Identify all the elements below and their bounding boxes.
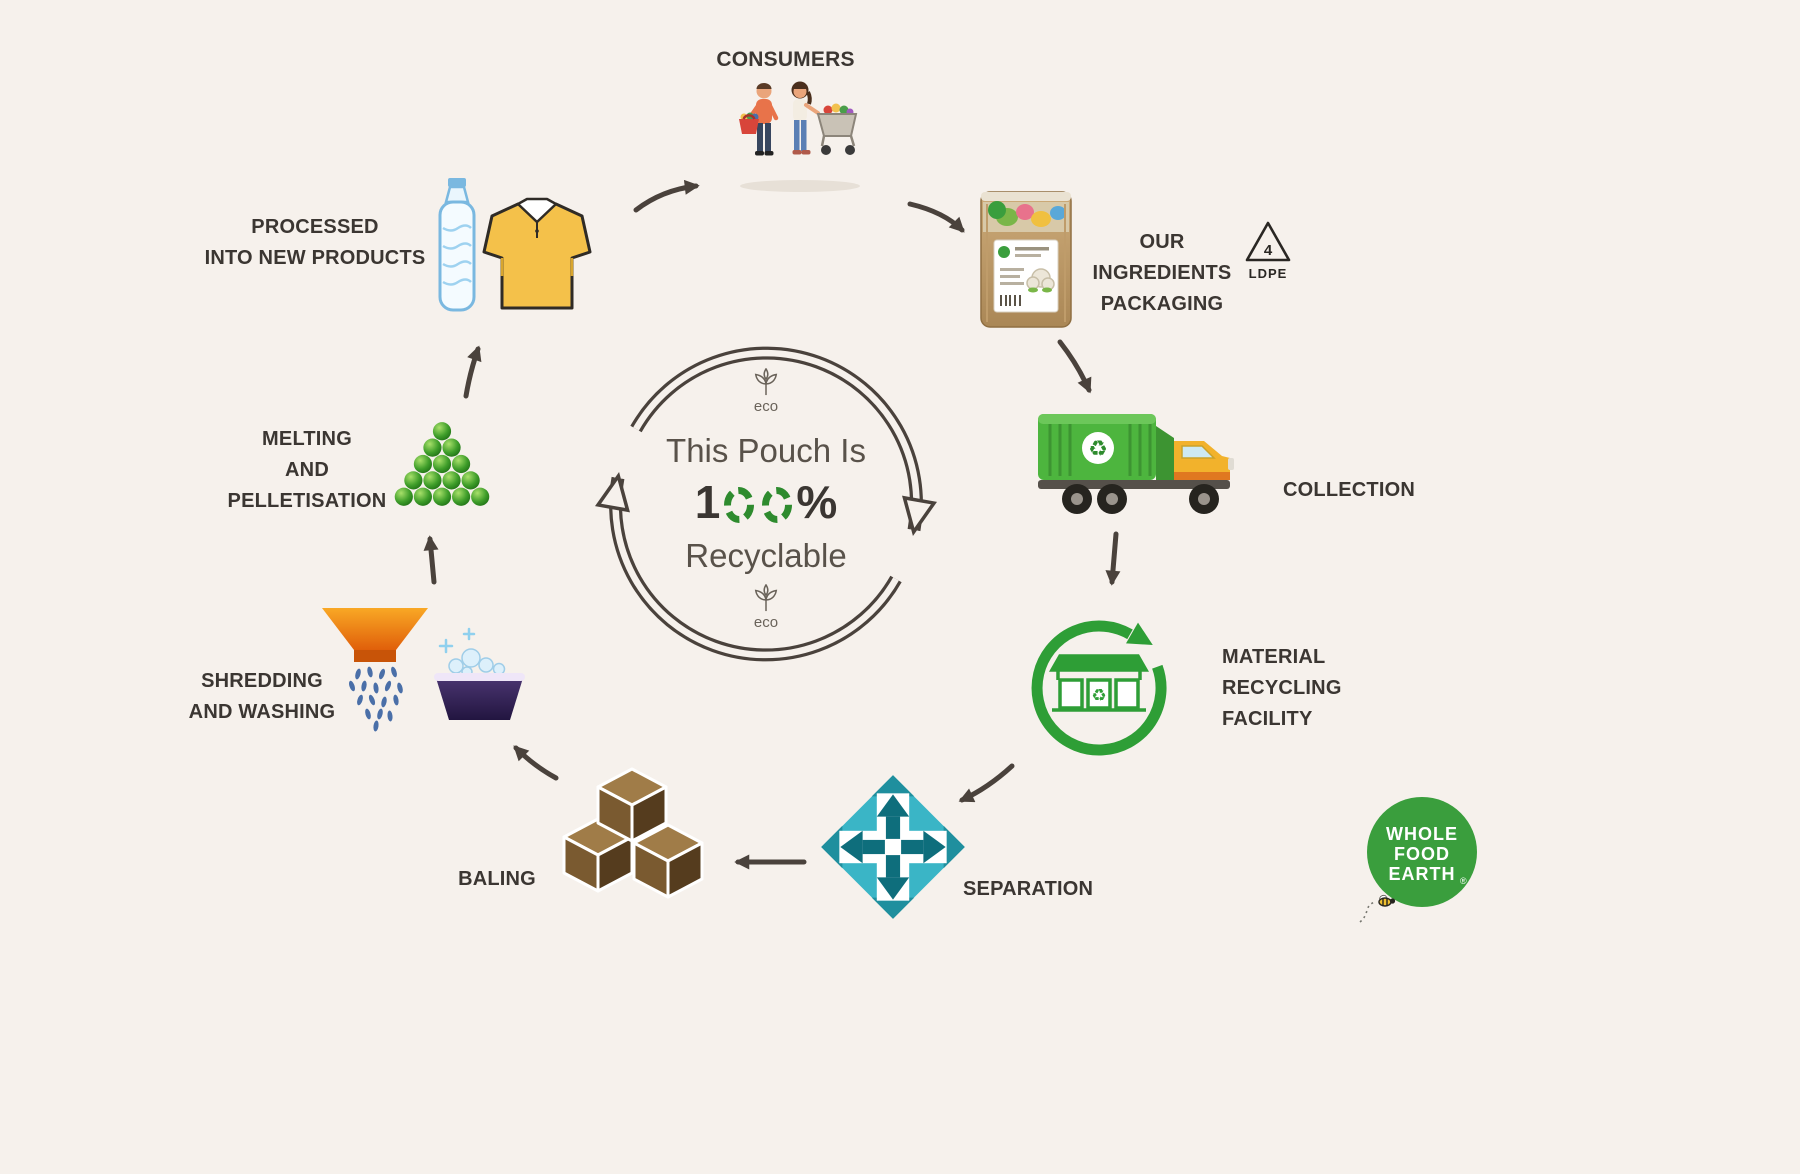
shredding-label: SHREDDING AND WASHING xyxy=(188,670,336,723)
shopping-cart-icon xyxy=(816,103,858,155)
logo-line-earth: EARTH xyxy=(1389,864,1456,884)
new-products-icon xyxy=(438,178,592,312)
recycling-facility-icon: ♻ xyxy=(1031,620,1167,756)
ldpe-number: 4 xyxy=(1264,242,1273,259)
shredder-funnel-icon xyxy=(322,608,428,732)
bee-icon xyxy=(1359,894,1396,923)
products-label: PROCESSED INTO NEW PRODUCTS xyxy=(204,216,426,269)
mrf-label: MATERIAL RECYCLING FACILITY xyxy=(1222,646,1342,730)
arrow-melting-to-products xyxy=(463,345,482,399)
center-line-1: This Pouch Is xyxy=(666,432,866,469)
baling-label: BALING xyxy=(458,868,536,890)
arrow-consumers-to-packaging xyxy=(907,201,965,233)
wash-basin-icon xyxy=(434,627,525,720)
melting-label: MELTING AND PELLETISATION xyxy=(227,428,387,512)
logo-line-food: FOOD xyxy=(1394,844,1450,864)
separation-icon xyxy=(821,775,965,919)
center-badge: eco This Pouch Is 1% Recyclable eco xyxy=(594,332,938,676)
pellet-pyramid-icon xyxy=(394,422,490,506)
arrow-packaging-to-collection xyxy=(1057,339,1092,394)
zero-digit-ring xyxy=(762,487,793,523)
shopping-basket-icon xyxy=(739,112,759,134)
zero-digit-ring xyxy=(724,487,755,523)
arrow-products-to-consumers xyxy=(633,179,700,213)
baling-icon xyxy=(562,767,704,899)
eco-sprout-icon xyxy=(754,583,778,612)
packaging-label: OUR INGREDIENTS PACKAGING xyxy=(1092,231,1232,315)
separation-label: SEPARATION xyxy=(963,878,1094,900)
pouch-icon xyxy=(980,191,1072,328)
center-line-3: Recyclable xyxy=(685,537,847,574)
whole-food-earth-logo: WHOLE FOOD EARTH ® xyxy=(1359,797,1477,923)
recycle-symbol: ♻ xyxy=(1091,686,1106,705)
man-shopper xyxy=(746,83,779,156)
eco-label-bottom: eco xyxy=(753,614,779,631)
percent-sign: % xyxy=(796,476,838,528)
percent-digit-one: 1 xyxy=(694,476,721,528)
logo-registered-mark: ® xyxy=(1460,876,1467,886)
ldpe-4-icon: 4 LDPE xyxy=(1245,221,1291,281)
arrow-baling-to-shredding xyxy=(513,745,559,781)
water-bottle-icon xyxy=(438,178,476,312)
logo-line-whole: WHOLE xyxy=(1386,824,1458,844)
collection-label: COLLECTION xyxy=(1283,479,1415,501)
ldpe-code: LDPE xyxy=(1249,266,1288,281)
eco-label-top: eco xyxy=(753,398,779,415)
arrow-shredding-to-melting xyxy=(423,535,439,585)
garbage-truck-icon: ♻ xyxy=(1038,414,1234,514)
eco-mark-bottom: eco xyxy=(594,583,938,631)
consumers-icon xyxy=(739,81,860,192)
circular-recycle-arrows-icon xyxy=(595,346,937,662)
eco-sprout-icon xyxy=(754,367,778,396)
tshirt-icon xyxy=(482,197,592,310)
consumers-label: CONSUMERS xyxy=(716,48,855,71)
arrow-collection-to-mrf xyxy=(1105,531,1121,586)
eco-mark-top: eco xyxy=(594,367,938,415)
woman-shopper xyxy=(791,81,820,155)
recycle-symbol: ♻ xyxy=(1088,436,1108,461)
percent-100: 1% xyxy=(594,475,938,529)
shredding-washing-icon xyxy=(322,608,525,732)
